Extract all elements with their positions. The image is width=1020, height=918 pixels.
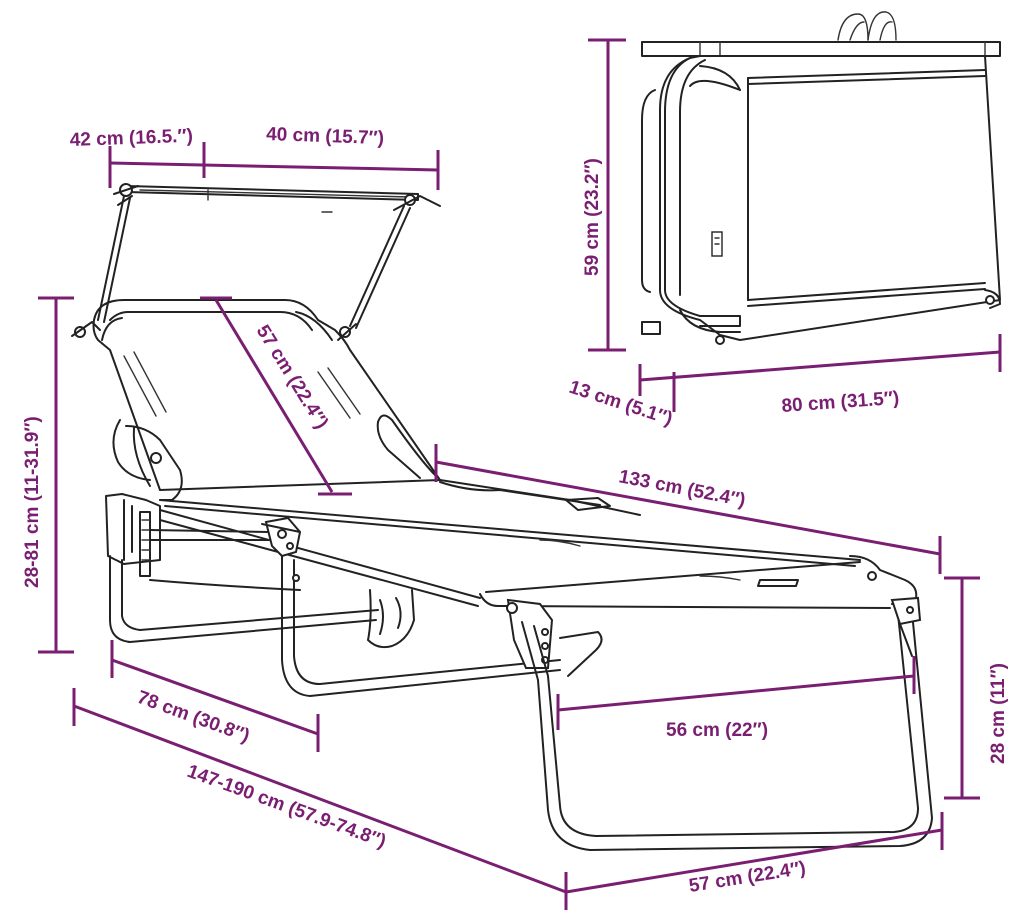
- label-total-width: 57 cm (22.4″): [687, 858, 807, 897]
- label-canopy-depth: 42 cm (16.5.″): [69, 126, 193, 151]
- folded-lounger-drawing: [641, 11, 1001, 345]
- label-frame-length: 78 cm (30.8″): [134, 687, 252, 747]
- label-seat-length: 133 cm (52.4″): [617, 466, 747, 511]
- label-folded-width: 80 cm (31.5″): [781, 388, 900, 417]
- label-leg-width: 56 cm (22″): [666, 720, 768, 741]
- label-folded-height: 59 cm (23.2″): [582, 158, 603, 276]
- dimension-lines: [38, 38, 1002, 910]
- sun-lounger-drawing: [71, 183, 933, 851]
- dimension-labels: 42 cm (16.5.″) 40 cm (15.7″) 57 cm (22.4…: [22, 124, 1009, 897]
- label-total-length: 147-190 cm (57.9-74.8″): [184, 761, 388, 852]
- label-folded-depth: 13 cm (5.1″): [566, 377, 675, 430]
- label-seat-height: 28 cm (11″): [988, 663, 1009, 764]
- label-height-range: 28-81 cm (11-31.9″): [22, 416, 43, 588]
- label-canopy-width: 40 cm (15.7″): [266, 124, 385, 149]
